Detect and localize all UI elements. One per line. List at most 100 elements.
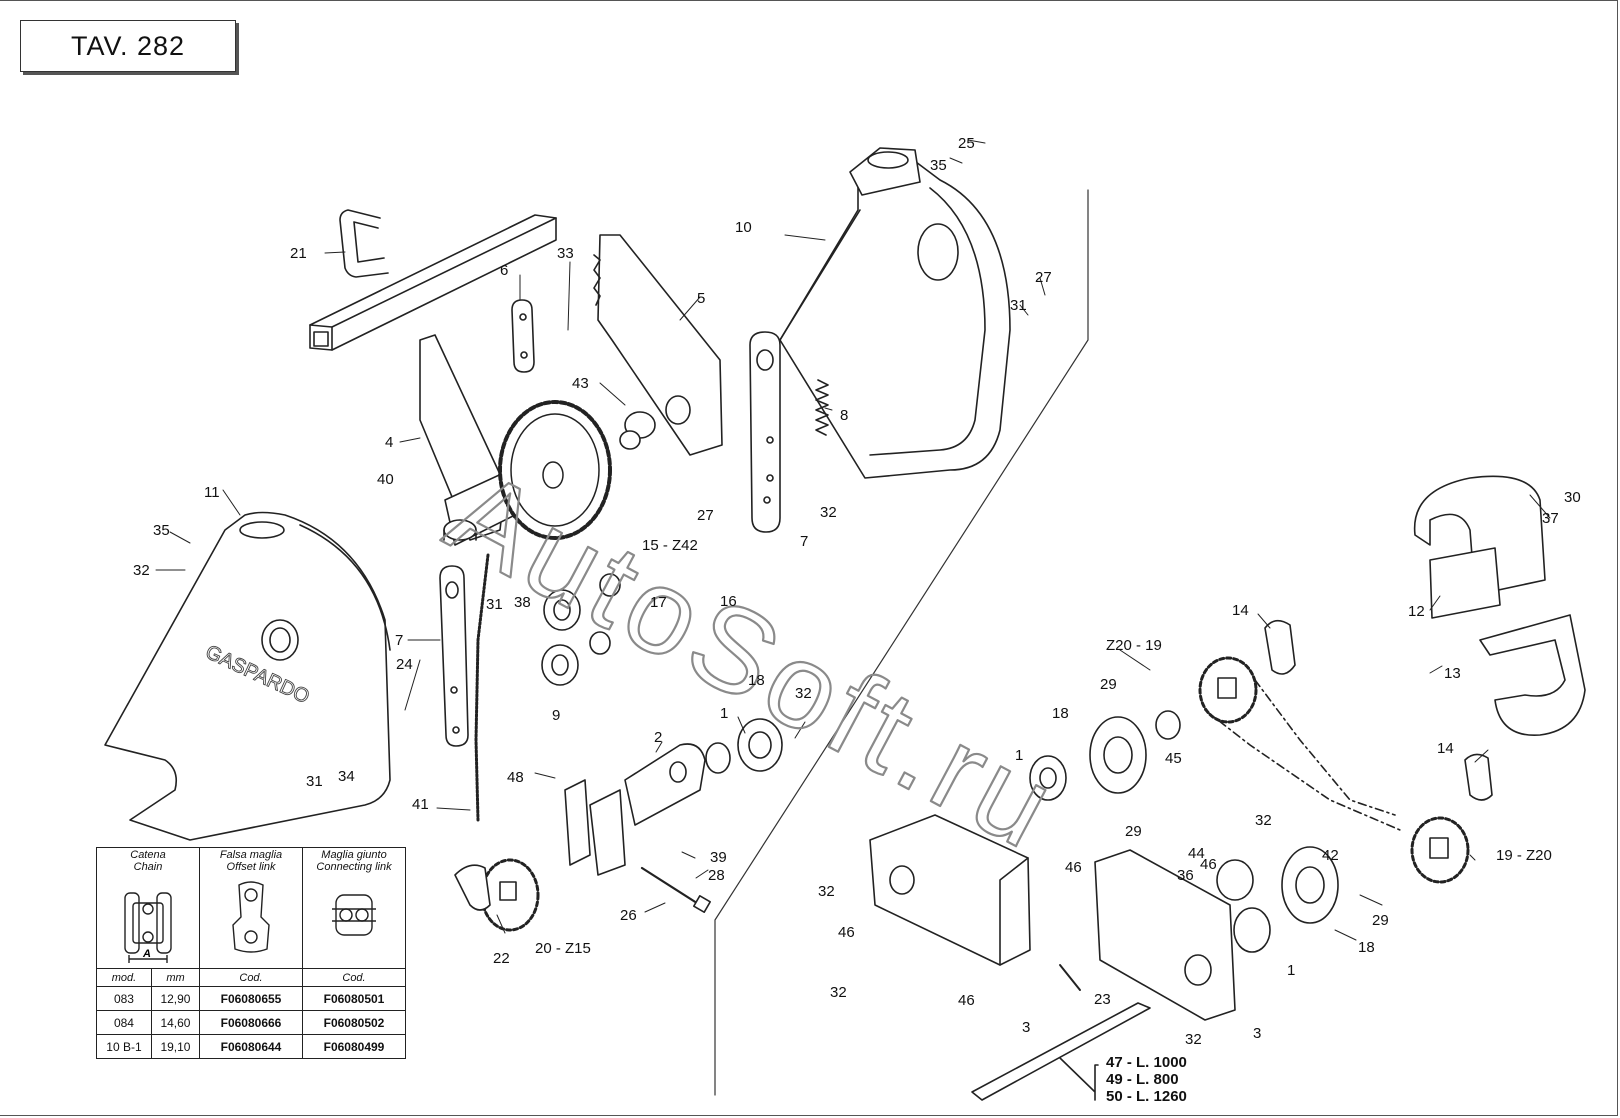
chain-header-cell: Catena Chain A <box>96 847 200 969</box>
callout-label: 18 <box>1052 705 1069 722</box>
callout-label: 35 <box>153 522 170 539</box>
table-row: 084 14,60 F06080666 F06080502 <box>96 1010 406 1035</box>
divider-line <box>714 189 1089 1096</box>
part-42-chain-path <box>1204 679 1401 831</box>
callout-label: 26 <box>620 907 637 924</box>
callout-label: 12 <box>1408 603 1425 620</box>
part-26-bolt-head <box>693 895 711 913</box>
callout-label: 8 <box>840 407 848 424</box>
callout-label: 21 <box>290 245 307 262</box>
callout-label: 1 <box>1015 747 1023 764</box>
chain-illustration: A <box>124 892 172 963</box>
page-title: TAV. 282 <box>20 20 236 72</box>
callout-label: 25 <box>958 135 975 152</box>
cell-mm: 12,90 <box>150 986 201 1011</box>
part-3-plate-left <box>869 814 1031 966</box>
callout-label: 18 <box>1358 939 1375 956</box>
part-26-bolt <box>640 866 702 907</box>
part-44-bush <box>1216 859 1254 901</box>
callout-label: 29 <box>1100 676 1117 693</box>
cell-connecting-code: F06080502 <box>302 1010 406 1035</box>
cell-mod: 084 <box>96 1010 152 1035</box>
bar-leader <box>1059 1057 1099 1101</box>
callout-label: 46 <box>1065 859 1082 876</box>
callout-label: 7 <box>800 533 808 550</box>
part-7-arm-lower <box>439 565 469 747</box>
callout-label: 20 - Z15 <box>535 940 591 957</box>
callout-label: 10 <box>735 219 752 236</box>
callout-label: 32 <box>795 685 812 702</box>
part-7-arm-upper <box>749 331 781 533</box>
cell-offset-code: F06080666 <box>199 1010 303 1035</box>
callout-label: 27 <box>1035 269 1052 286</box>
part-41-chain <box>474 553 490 822</box>
part-20-sprocket-z15 <box>480 858 540 932</box>
callout-label: 6 <box>500 262 508 279</box>
callout-label: 13 <box>1444 665 1461 682</box>
bar-length-800: 49 - L. 800 <box>1106 1071 1179 1088</box>
callout-label: 31 <box>1010 297 1027 314</box>
cell-offset-code: F06080655 <box>199 986 303 1011</box>
bar-length-1000: 47 - L. 1000 <box>1106 1054 1187 1071</box>
callout-label: 1 <box>720 705 728 722</box>
part-3-plate-right <box>1094 849 1236 1021</box>
callout-label: 44 <box>1188 845 1205 862</box>
offset-header-cell: Falsa maglia Offset link <box>199 847 303 969</box>
part-18-flange-right-lower <box>1233 846 1339 953</box>
callout-label: 4 <box>385 434 393 451</box>
callout-label: 41 <box>412 796 429 813</box>
callout-label: 38 <box>514 594 531 611</box>
callout-label: 9 <box>552 707 560 724</box>
part-2-bracket <box>564 743 706 876</box>
callout-label: 48 <box>507 769 524 786</box>
callout-label: 14 <box>1437 740 1454 757</box>
part-15-gear-z42 <box>498 400 612 540</box>
callout-label: 16 <box>720 593 737 610</box>
part-23-bolt <box>1059 964 1081 991</box>
connecting-header-it: Maglia giunto <box>321 849 387 861</box>
leader-lines <box>155 139 1551 941</box>
part-19-sprocket-upper <box>1198 656 1258 724</box>
callout-label: 29 <box>1125 823 1142 840</box>
callout-label: 23 <box>1094 991 1111 1008</box>
part-18-flange-right-upper <box>1029 710 1181 801</box>
table-row: 083 12,90 F06080655 F06080501 <box>96 986 406 1011</box>
part-4-bracket <box>419 334 516 546</box>
callout-label: 32 <box>820 504 837 521</box>
offset-link-illustration <box>232 881 270 953</box>
chain-code-table: Catena Chain A Falsa maglia Offset link <box>96 847 406 1059</box>
callout-label: 17 <box>650 594 667 611</box>
part-11-left-cover: GASPARDO <box>104 511 391 841</box>
cell-offset-code: F06080644 <box>199 1034 303 1059</box>
part-13-guard <box>1479 614 1586 736</box>
offset-header-en: Offset link <box>226 861 276 873</box>
part-9-rollers <box>541 573 621 686</box>
callout-label: 31 <box>486 596 503 613</box>
part-18-flange-left <box>705 718 783 774</box>
callout-label: 46 <box>838 924 855 941</box>
callout-label: 11 <box>204 484 220 501</box>
cell-mod: 083 <box>96 986 152 1011</box>
callout-label: 19 - Z20 <box>1496 847 1552 864</box>
cell-connecting-code: F06080501 <box>302 986 406 1011</box>
callout-label: 37 <box>1542 510 1559 527</box>
connecting-header-en: Connecting link <box>316 861 392 873</box>
callout-label: 18 <box>748 672 765 689</box>
cell-connecting-code: F06080499 <box>302 1034 406 1059</box>
callout-label: 45 <box>1165 750 1182 767</box>
part-10-right-cover <box>779 147 1011 479</box>
connecting-link-illustration <box>332 894 376 936</box>
callout-label: 33 <box>557 245 574 262</box>
callout-label: 27 <box>697 507 714 524</box>
callout-label: 42 <box>1322 847 1339 864</box>
bar-length-1260: 50 - L. 1260 <box>1106 1088 1187 1105</box>
part-5-bracket <box>593 234 723 456</box>
callout-label: 3 <box>1253 1025 1261 1042</box>
subheader-connecting-code: Cod. <box>302 968 406 987</box>
callout-label: 2 <box>654 729 662 746</box>
chain-dimension-label: A <box>142 948 151 960</box>
callout-label: 35 <box>930 157 947 174</box>
cell-mm: 19,10 <box>150 1034 201 1059</box>
